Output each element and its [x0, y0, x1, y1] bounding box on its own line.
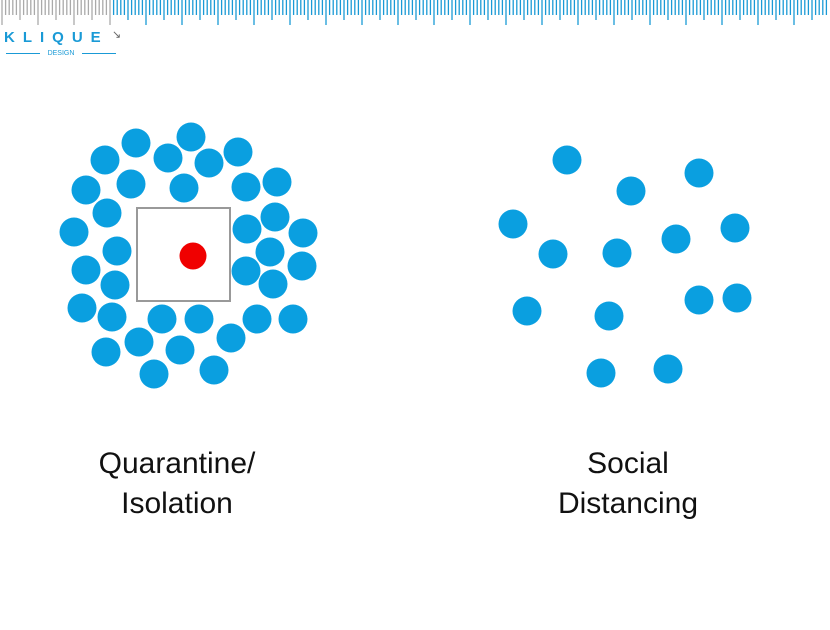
person-dot: [684, 158, 714, 188]
person-dot: [720, 213, 750, 243]
person-dot: [232, 214, 262, 244]
person-dot: [169, 173, 199, 203]
person-dot: [97, 302, 127, 332]
social-distancing-label: Social Distancing: [478, 444, 778, 524]
person-dot: [153, 143, 183, 173]
person-dot: [594, 301, 624, 331]
person-dot: [59, 217, 89, 247]
person-dot: [116, 169, 146, 199]
logo-subtitle: DESIGN: [6, 49, 116, 58]
person-dot: [260, 202, 290, 232]
person-dot: [498, 209, 528, 239]
person-dot: [184, 304, 214, 334]
person-dot: [100, 270, 130, 300]
person-dot: [287, 251, 317, 281]
person-dot: [586, 358, 616, 388]
logo: KLIQUE: [4, 29, 109, 46]
infected-person-dot: [179, 242, 207, 270]
person-dot: [602, 238, 632, 268]
person-dot: [91, 337, 121, 367]
person-dot: [722, 283, 752, 313]
person-dot: [223, 137, 253, 167]
person-dot: [216, 323, 246, 353]
label-line: Distancing: [557, 487, 699, 520]
person-dot: [262, 167, 292, 197]
person-dot: [90, 145, 120, 175]
person-dot: [258, 269, 288, 299]
ruler-header: [1, 0, 828, 25]
person-dot: [71, 255, 101, 285]
quarantine-box: [136, 207, 231, 302]
person-dot: [231, 256, 261, 286]
person-dot: [288, 218, 318, 248]
person-dot: [661, 224, 691, 254]
person-dot: [165, 335, 195, 365]
person-dot: [684, 285, 714, 315]
person-dot: [139, 359, 169, 389]
person-dot: [92, 198, 122, 228]
person-dot: [199, 355, 229, 385]
label-line: Quarantine/: [98, 447, 256, 480]
person-dot: [231, 172, 261, 202]
person-dot: [67, 293, 97, 323]
quarantine-label: Quarantine/ Isolation: [27, 444, 327, 524]
label-line: Isolation: [121, 487, 233, 520]
person-dot: [71, 175, 101, 205]
cursor-icon: ↘: [112, 29, 122, 41]
person-dot: [102, 236, 132, 266]
person-dot: [124, 327, 154, 357]
person-dot: [194, 148, 224, 178]
label-line: Social: [587, 447, 669, 480]
person-dot: [242, 304, 272, 334]
person-dot: [616, 176, 646, 206]
person-dot: [512, 296, 542, 326]
person-dot: [538, 239, 568, 269]
person-dot: [147, 304, 177, 334]
person-dot: [552, 145, 582, 175]
person-dot: [121, 128, 151, 158]
person-dot: [653, 354, 683, 384]
person-dot: [255, 237, 285, 267]
person-dot: [176, 122, 206, 152]
person-dot: [278, 304, 308, 334]
